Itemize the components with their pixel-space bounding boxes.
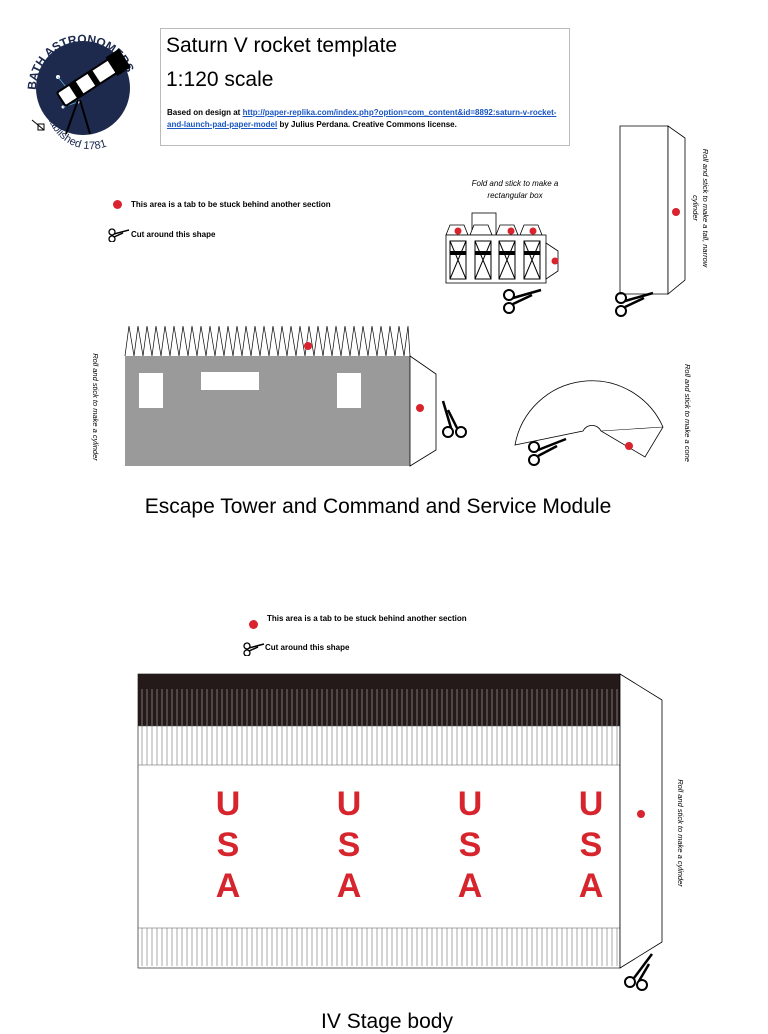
scissors-icon	[243, 642, 265, 661]
credit-text: Based on design at http://paper-replika.…	[167, 107, 567, 131]
box-note: Fold and stick to make a rectangular box	[471, 179, 559, 200]
section2-title: IV Stage body	[321, 1010, 453, 1033]
tab-dot-icon	[249, 620, 258, 629]
usa-letter-s: S	[458, 826, 482, 864]
scale-label: 1:120 scale	[166, 68, 274, 91]
usa-letters-3: U S A	[450, 784, 490, 907]
service-module-piece	[118, 322, 448, 477]
header-box	[160, 28, 570, 146]
narrow-cylinder-note: Roll and stick to make a tall, narrow cy…	[691, 148, 710, 268]
usa-letter-a: A	[578, 867, 604, 905]
usa-letter-a: A	[215, 867, 241, 905]
usa-letter-s: S	[216, 826, 240, 864]
cylinder-note: Roll and stick to make a cylinder	[91, 353, 100, 461]
usa-letter-u: U	[578, 785, 604, 823]
cone-piece	[505, 345, 675, 470]
usa-letter-u: U	[336, 785, 362, 823]
legend-cut-text: Cut around this shape	[265, 643, 350, 652]
tab-dot-icon	[113, 200, 122, 209]
narrow-cylinder-piece	[615, 124, 690, 309]
stage-body-piece	[136, 672, 666, 977]
usa-letter-a: A	[457, 867, 483, 905]
usa-letters-2: U S A	[329, 784, 369, 907]
usa-letters-4: U S A	[571, 784, 611, 907]
usa-letter-a: A	[336, 867, 362, 905]
legend-tab-text: This area is a tab to be stuck behind an…	[267, 614, 467, 623]
rectangular-box-piece	[440, 205, 570, 320]
usa-letter-s: S	[337, 826, 361, 864]
legend-cut-text: Cut around this shape	[131, 230, 216, 239]
scissors-icon	[108, 228, 130, 247]
usa-letter-u: U	[215, 785, 241, 823]
scissors-icon	[527, 437, 567, 472]
logo-graphic: BATH ASTRONOMERS established 1781	[23, 28, 143, 152]
cone-note: Roll and stick to make a cone	[683, 364, 692, 462]
template-title: Saturn V rocket template	[166, 34, 398, 57]
usa-letter-u: U	[457, 785, 483, 823]
scissors-icon	[614, 290, 654, 323]
scissors-icon	[622, 952, 654, 997]
credit-suffix: by Julius Perdana. Creative Commons lice…	[277, 120, 457, 129]
usa-letter-s: S	[579, 826, 603, 864]
credit-prefix: Based on design at	[167, 108, 243, 117]
bath-astronomers-logo: BATH ASTRONOMERS established 1781	[18, 22, 148, 152]
credit-link[interactable]: http://paper-replika.com/index.php?optio…	[167, 108, 557, 129]
scissors-icon	[502, 287, 542, 320]
legend-tab-text: This area is a tab to be stuck behind an…	[131, 200, 331, 209]
scissors-icon	[440, 400, 468, 445]
usa-letters-1: U S A	[208, 784, 248, 907]
stage-cylinder-note: Roll and stick to make a cylinder	[676, 779, 685, 887]
section1-title: Escape Tower and Command and Service Mod…	[144, 495, 612, 518]
